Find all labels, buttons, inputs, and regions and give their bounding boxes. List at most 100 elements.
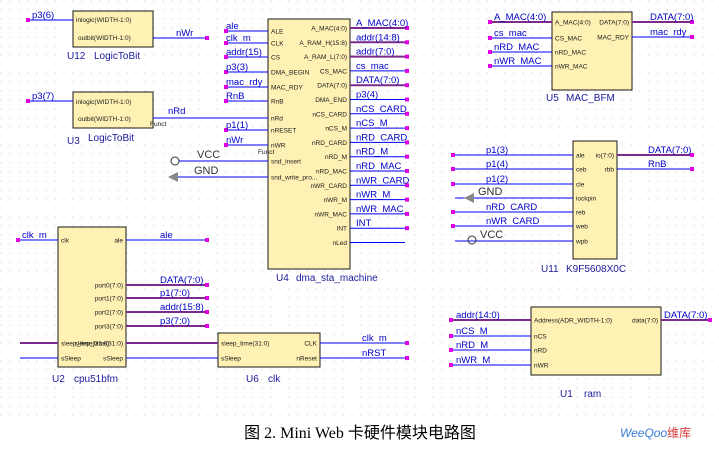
u11-left-pin-label-5: web [575,224,588,231]
u2-right-pin-marker-2 [205,296,209,300]
u2-right-pin-marker-4 [205,324,209,328]
u4-right-pin-label-9: nRD_M [325,154,347,161]
u4-left-net-label-1: clk_m [226,33,251,44]
u1-left-pin-marker-2 [449,348,453,352]
u2-right-pin-label-3: port2(7:0) [95,310,123,317]
u1-left-net-label-2: nRD_M [456,340,488,351]
u11-left-net-label-4: nRD_CARD [486,202,537,213]
u5-left-pin-marker-0 [488,20,492,24]
u4-right-pin-marker-11 [405,183,409,188]
u11-left-net-label-1: p1(4) [486,159,508,170]
u11-left-net-label-2: p1(2) [486,174,508,185]
u5-left-net-label-2: nRD_MAC [494,42,540,53]
u4-right-pin-label-10: nRD_MAC [316,169,347,176]
u2-right-pin-label-4: port3(7:0) [95,324,123,331]
u5-right-pin-label-0: DATA(7:0) [599,20,629,27]
u11-left-pin-label-1: ceb [576,167,587,174]
u2-right-pin-label-5: sleep_time(31:0) [75,341,123,348]
u4-left-pin-label-4: MAC_RDY [271,85,303,92]
u12-net-in: p3(6) [32,10,54,21]
u5-right-net-label-1: mac_rdy [650,27,687,38]
u4-right-net-label-7: nCS_M [356,118,388,129]
u5-left-pin-label-1: CS_MAC [555,36,582,43]
vcc-symbol-right [467,235,477,245]
u6-right-pin-marker-0 [405,341,409,345]
u1-left-pin-label-1: nCS [534,334,547,341]
u4-right-pin-marker-9 [405,154,409,159]
u4-right-net-label-0: A_MAC(4:0) [356,18,408,29]
u5-left-pin-marker-1 [488,36,492,40]
u3-net-in: p3(7) [32,91,54,102]
u1-left-pin-marker-3 [449,363,453,367]
u4-right-pin-label-11: nWR_CARD [311,183,348,190]
u4-right-net-label-10: nRD_MAC [356,161,402,172]
vcc-label-right: VCC [480,229,503,241]
u1-right-pin-label-0: data(7:0) [632,318,658,325]
u2-right-net-label-0: ale [160,230,173,241]
u1-left-net-label-1: nCS_M [456,326,488,337]
u11-left-pin-marker-0 [451,153,455,157]
u4-right-pin-marker-10 [405,169,409,173]
u4-right-pin-label-13: nWR_MAC [314,211,347,218]
u3-instance: U3 [67,136,80,147]
u11-left-pin-label-3: iockpin [576,196,597,203]
u12-net-out: nWr [176,28,193,39]
u4-left-net-label-0: ale [226,21,239,32]
u1-left-pin-marker-0 [449,318,453,322]
u4-right-net-label-12: nWR_M [356,190,390,201]
u4-right-net-label-6: nCS_CARD [356,104,407,115]
u4-right-net-label-5: p3(4) [356,90,378,101]
u4-left-pin-marker-7 [224,128,228,132]
gnd-symbol [168,172,178,182]
u2-instance: U2 [52,374,65,385]
u4-right-pin-marker-2 [405,54,409,59]
u6-right-net-label-0: clk_m [362,333,387,344]
u2-right-net-label-2: p1(7:0) [160,288,190,299]
u4-right-pin-marker-4 [405,83,409,88]
u1-left-net-label-0: addr(14:0) [456,310,500,321]
u4-right-pin-label-1: A_RAM_H(15:8) [299,40,347,47]
u1-right-pin-marker-0 [708,318,712,322]
u4-right-net-label-13: nWR_MAC [356,204,404,215]
u4-instance: U4 [276,273,289,284]
u4-left-pin-marker-0 [224,29,228,33]
u2-right-pin-label-1: port0(7:0) [95,283,123,290]
u6-right-pin-label-0: CLK [304,341,317,348]
u4-left-net-label-7: p1(1) [226,120,248,131]
u5-left-pin-label-2: nRD_MAC [555,50,586,57]
u5-right-pin-marker-0 [690,20,694,24]
u4-left-pin-label-3: DMA_BEGIN [271,70,310,77]
u11-right-pin-label-0: io(7:0) [596,153,614,160]
u5-name: MAC_BFM [566,93,615,104]
u4-left-pin-marker-4 [224,85,228,89]
gnd-label-left: GND [194,165,219,177]
watermark: WeeQoo维库 [620,425,691,440]
u5-left-net-label-0: A_MAC(4:0) [494,12,546,23]
u4-left-pin-label-10: snd_write_pro... [271,175,317,182]
u11-left-pin-marker-5 [451,224,455,228]
u4-right-net-label-1: addr(14:8) [356,32,400,43]
u4-right-net-label-9: nRD_M [356,147,388,158]
u4-right-pin-label-0: A_MAC(4:0) [311,26,347,33]
u5-right-net-label-0: DATA(7:0) [650,12,693,23]
u1-name: ram [584,389,601,400]
u4-right-pin-label-8: nRD_CARD [312,140,347,147]
u1-left-pin-label-3: nWR [534,363,549,370]
u5-left-net-label-1: cs_mac [494,28,527,39]
u4-right-pin-label-2: A_RAM_L(7:0) [304,54,347,61]
u11-left-pin-label-2: cle [576,182,585,189]
u4-left-pin-label-7: nRESET [271,128,296,135]
u4-right-pin-label-6: nCS_CARD [312,111,347,118]
u1-left-net-label-3: nWR_M [456,355,490,366]
u4-right-pin-marker-5 [405,97,409,102]
svg-text:WeeQoo维库: WeeQoo维库 [620,425,691,440]
u3-block: p3(7) inlogic(WIDTH-1:0) outbit(WIDTH-1:… [26,91,228,147]
u2-right-pin-marker-1 [205,283,209,287]
u4-right-net-label-3: cs_mac [356,61,389,72]
u2-right-pin-marker-3 [205,310,209,314]
u4-left-pin-label-8: nWR [271,143,286,150]
